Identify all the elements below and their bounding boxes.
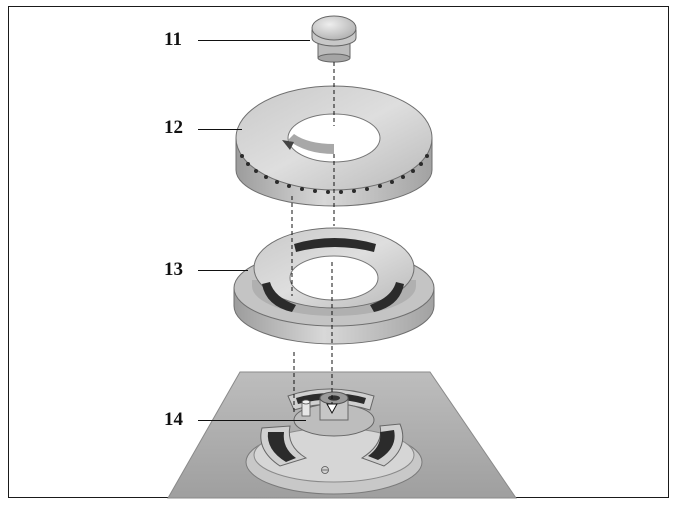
leader-line-14 [198, 420, 306, 421]
burner-cap [311, 15, 357, 63]
callout-13: 13 [164, 259, 183, 280]
assembly-arrow [326, 403, 338, 415]
assembly-guide-lines [291, 62, 335, 414]
burner-crown [233, 227, 435, 345]
callout-11: 11 [164, 29, 182, 50]
burner-ring [235, 85, 433, 207]
flame-holes [240, 154, 429, 194]
leader-line-11 [198, 40, 310, 41]
leader-line-12 [198, 129, 242, 130]
callout-12: 12 [164, 117, 183, 138]
callout-14: 14 [164, 409, 183, 430]
leader-line-13 [198, 270, 248, 271]
